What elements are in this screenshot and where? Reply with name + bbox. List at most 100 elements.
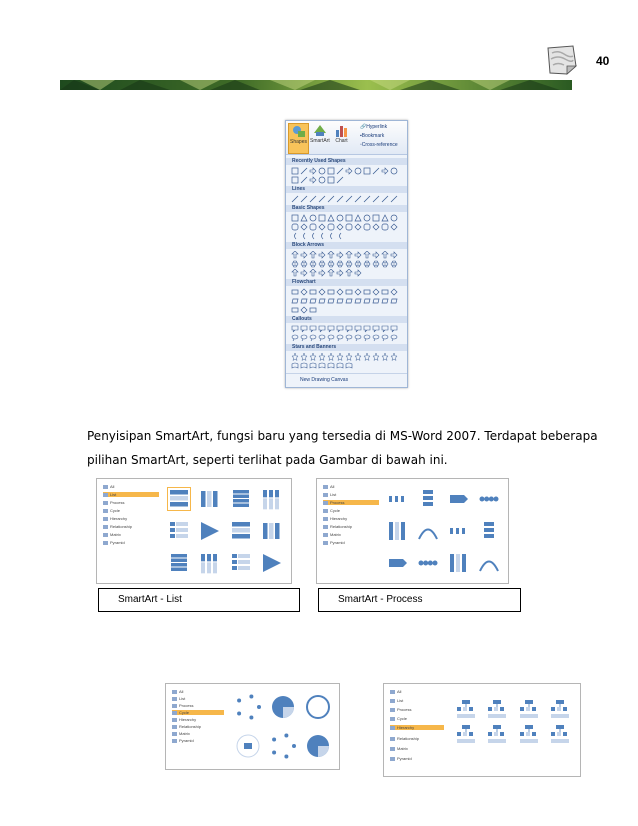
layout-thumbnail[interactable] (448, 488, 470, 510)
layout-thumbnail[interactable] (270, 733, 296, 759)
category-pyramid[interactable]: Pyramid (172, 738, 194, 743)
category-process[interactable]: Process (390, 707, 411, 712)
category-matrix-icon (103, 532, 108, 537)
category-matrix[interactable]: Matrix (390, 746, 408, 751)
category-all[interactable]: All (390, 689, 401, 694)
smartart-button[interactable]: SmartArt (310, 123, 330, 152)
layout-thumbnail[interactable] (261, 488, 283, 510)
category-hierarchy-selected[interactable]: Hierarchy (390, 725, 444, 730)
category-relationship[interactable]: Relationship (172, 724, 201, 729)
layout-thumbnail[interactable] (230, 488, 252, 510)
shape-row[interactable] (291, 334, 403, 342)
category-relationship[interactable]: Relationship (323, 524, 352, 529)
shape-row[interactable] (291, 167, 403, 175)
layout-thumbnail[interactable] (270, 694, 296, 720)
layout-thumbnail[interactable] (199, 552, 221, 574)
bookmark-link[interactable]: ▪Bookmark (360, 133, 384, 139)
category-cycle[interactable]: Cycle (390, 716, 407, 721)
layout-thumbnail[interactable] (448, 552, 470, 574)
category-pyramid[interactable]: Pyramid (390, 756, 412, 761)
category-cycle[interactable]: Cycle (323, 508, 340, 513)
layout-thumbnail[interactable] (387, 488, 409, 510)
layout-thumbnail[interactable] (305, 694, 331, 720)
category-list: All List Process Cycle Hierarchy Relatio… (97, 479, 159, 583)
category-pyramid-label: Pyramid (397, 756, 412, 761)
layout-thumbnail[interactable] (478, 552, 500, 574)
shapes-button[interactable]: Shapes (288, 123, 309, 154)
category-hierarchy[interactable]: Hierarchy (323, 516, 347, 521)
shape-row[interactable] (291, 176, 403, 184)
category-matrix[interactable]: Matrix (103, 532, 121, 537)
category-relationship[interactable]: Relationship (103, 524, 132, 529)
layout-thumbnail[interactable] (417, 552, 439, 574)
layout-thumbnail[interactable] (168, 520, 190, 542)
shape-row[interactable] (291, 325, 403, 333)
category-process-label: Process (179, 703, 194, 708)
layout-thumbnail[interactable] (417, 520, 439, 542)
category-hierarchy[interactable]: Hierarchy (172, 717, 196, 722)
category-all[interactable]: All (323, 484, 334, 489)
layout-thumbnail[interactable] (478, 520, 500, 542)
category-matrix[interactable]: Matrix (172, 731, 190, 736)
layout-thumbnail[interactable] (518, 698, 540, 720)
layout-thumbnail[interactable] (455, 723, 477, 745)
layout-thumbnail[interactable] (455, 698, 477, 720)
shape-row[interactable] (291, 306, 403, 314)
category-process-selected[interactable]: Process (323, 500, 379, 505)
layout-thumbnail[interactable] (261, 520, 283, 542)
layout-thumbnail[interactable] (549, 698, 571, 720)
category-all-label: All (397, 689, 402, 694)
cross-reference-link[interactable]: ▫Cross-reference (360, 142, 398, 148)
hyperlink-link[interactable]: 🔗Hyperlink (360, 124, 387, 130)
shape-row[interactable] (291, 288, 403, 296)
layout-thumbnail[interactable] (478, 488, 500, 510)
cross-reference-label: Cross-reference (361, 142, 398, 148)
category-list-selected[interactable]: List (103, 492, 159, 497)
layout-thumbnail[interactable] (199, 520, 221, 542)
category-process[interactable]: Process (172, 703, 193, 708)
layout-thumbnail[interactable] (486, 698, 508, 720)
layout-thumbnail[interactable] (387, 520, 409, 542)
layout-thumbnail[interactable] (549, 723, 571, 745)
layout-thumbnail[interactable] (387, 552, 409, 574)
category-hierarchy[interactable]: Hierarchy (103, 516, 127, 521)
shape-row[interactable] (291, 269, 403, 277)
shape-row[interactable] (291, 232, 403, 240)
layout-thumbnail[interactable] (235, 733, 261, 759)
layout-thumbnail[interactable] (230, 520, 252, 542)
category-relationship[interactable]: Relationship (390, 736, 419, 741)
category-list[interactable]: List (323, 492, 336, 497)
category-all[interactable]: All (103, 484, 114, 489)
layout-thumbnail[interactable] (417, 488, 439, 510)
layout-thumbnail[interactable] (486, 723, 508, 745)
shape-row[interactable] (291, 214, 403, 222)
category-all[interactable]: All (172, 689, 183, 694)
layout-thumbnail[interactable] (199, 488, 221, 510)
layout-thumbnail[interactable] (305, 733, 331, 759)
shape-row[interactable] (291, 260, 403, 268)
category-cycle-selected[interactable]: Cycle (172, 710, 224, 715)
shape-row[interactable] (291, 362, 403, 370)
layout-thumbnail[interactable] (448, 520, 470, 542)
shape-row[interactable] (291, 251, 403, 259)
category-list[interactable]: List (172, 696, 185, 701)
category-process-icon (323, 500, 328, 505)
category-pyramid[interactable]: Pyramid (323, 540, 345, 545)
shape-row[interactable] (291, 223, 403, 231)
layout-thumbnail[interactable] (518, 723, 540, 745)
new-drawing-canvas-item[interactable]: New Drawing Canvas (286, 373, 407, 386)
category-process[interactable]: Process (103, 500, 124, 505)
layout-thumbnail[interactable] (230, 552, 252, 574)
category-matrix[interactable]: Matrix (323, 532, 341, 537)
layout-thumbnail[interactable] (235, 694, 261, 720)
shape-row[interactable] (291, 297, 403, 305)
category-list[interactable]: List (390, 698, 403, 703)
shape-row[interactable] (291, 195, 403, 203)
chart-button[interactable]: Chart (332, 123, 351, 152)
layout-thumbnail[interactable] (261, 552, 283, 574)
shape-row[interactable] (291, 353, 403, 361)
layout-thumbnail[interactable] (166, 487, 191, 511)
layout-thumbnail[interactable] (168, 552, 190, 574)
category-cycle[interactable]: Cycle (103, 508, 120, 513)
category-pyramid[interactable]: Pyramid (103, 540, 125, 545)
